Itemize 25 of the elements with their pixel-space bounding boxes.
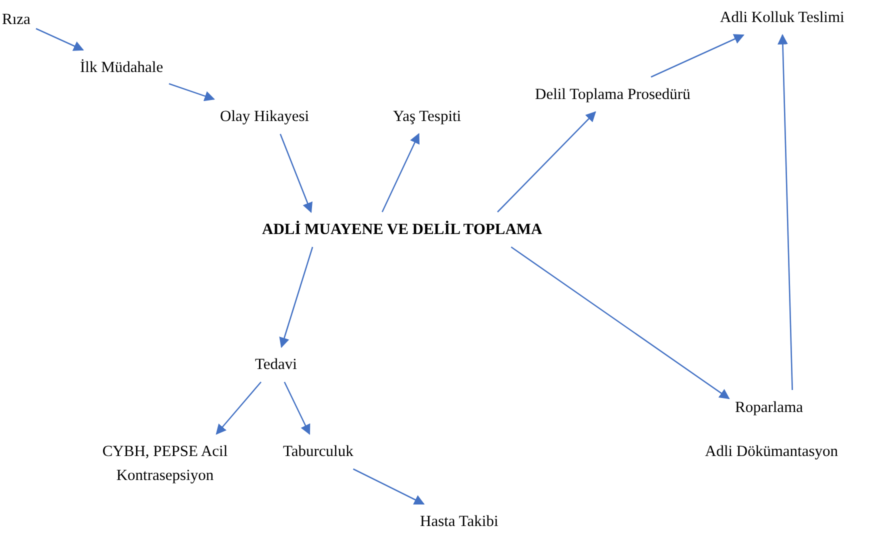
arrow — [216, 382, 262, 435]
node-label: Rıza — [2, 10, 30, 30]
node-label: Delil Toplama Prosedürü — [535, 85, 690, 105]
node-label: Yaş Tespiti — [393, 107, 462, 127]
node-label: Hasta Takibi — [420, 512, 498, 532]
arrow — [352, 468, 425, 505]
arrow — [168, 83, 215, 102]
node-label: Taburculuk — [283, 442, 354, 462]
node-label: İlk Müdahale — [80, 58, 164, 78]
arrow — [510, 246, 730, 400]
node-label: Olay Hikayesi — [220, 107, 310, 127]
node-label: CYBH, PEPSE Acil Kontrasepsiyon — [101, 442, 229, 486]
node-label: Adli Dökümantasyon — [705, 442, 838, 462]
node-label: Tedavi — [255, 355, 297, 375]
arrow — [778, 34, 793, 390]
main-heading: ADLİ MUAYENE VE DELİL TOPLAMA — [262, 220, 542, 240]
arrow — [280, 134, 312, 213]
arrow — [382, 133, 420, 212]
arrow — [650, 34, 744, 78]
node-label: Adli Kolluk Teslimi — [720, 8, 844, 28]
arrow — [284, 382, 310, 435]
node-label: Roparlama — [735, 398, 804, 418]
arrow — [279, 246, 314, 348]
arrow — [497, 111, 596, 212]
arrow — [36, 28, 84, 51]
